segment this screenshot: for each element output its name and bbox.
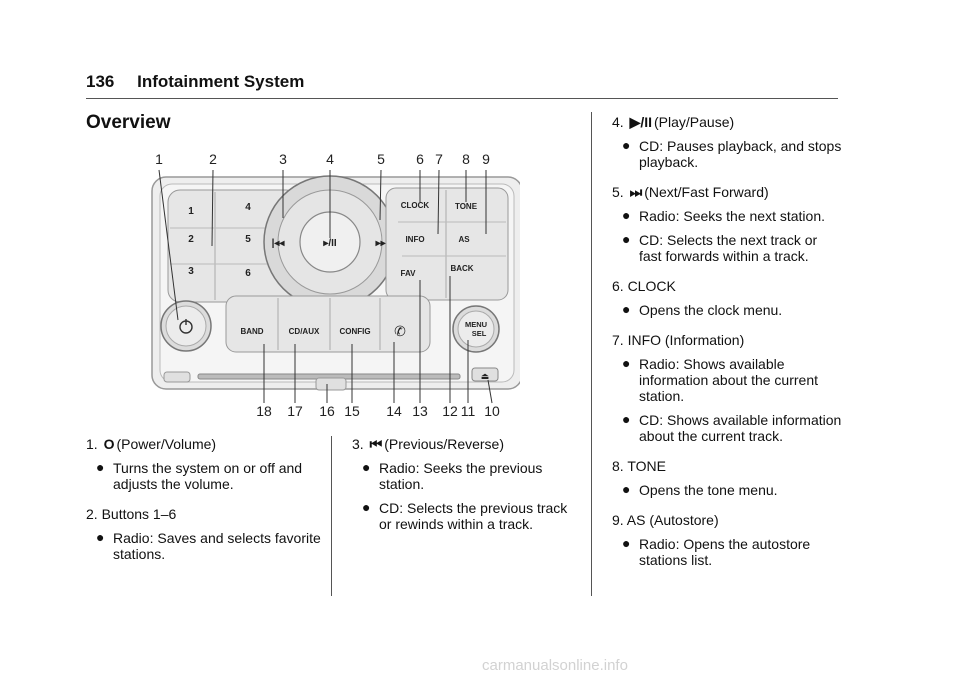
callout-18: 18 [256, 403, 272, 419]
item-next-fast-forward: 5. ⏭(Next/Fast Forward) ●Radio: Seeks th… [612, 184, 842, 264]
preset-3: 3 [188, 266, 194, 277]
callout-8: 8 [462, 151, 470, 167]
callout-1: 1 [155, 151, 163, 167]
band-button: BAND [240, 327, 263, 336]
bullet-item: ●CD: Pauses playback, and stops playback… [622, 137, 842, 170]
bullet-item: ●CD: Selects the previous track or rewin… [362, 499, 568, 532]
bullet-item: ●CD: Selects the next track or fast forw… [622, 231, 818, 264]
section-title: Overview [86, 112, 171, 133]
preset-2: 2 [188, 234, 194, 245]
bottom-button-block [225, 295, 431, 353]
item-heading: 2. Buttons 1–6 [86, 506, 177, 522]
as-button: AS [458, 235, 470, 244]
item-info: 7. INFO (Information) ●Radio: Shows avai… [612, 332, 842, 444]
callout-9: 9 [482, 151, 490, 167]
item-autostore: 9. AS (Autostore) ●Radio: Opens the auto… [612, 512, 842, 568]
page-number: 136 [86, 72, 115, 91]
next-icon: ⏭ [629, 184, 643, 200]
callout-2: 2 [209, 151, 217, 167]
cdaux-button: CD/AUX [289, 327, 320, 336]
callout-12: 12 [442, 403, 458, 419]
item-label: (Power/Volume) [116, 436, 217, 452]
item-number: 3. [352, 436, 368, 452]
callout-10: 10 [484, 403, 500, 419]
prev-icon: |◂◂ [272, 238, 286, 249]
menu-label: MENU [465, 320, 487, 329]
item-label: (Previous/Reverse) [384, 436, 505, 452]
callout-4: 4 [326, 151, 334, 167]
callout-16: 16 [319, 403, 335, 419]
callout-13: 13 [412, 403, 428, 419]
phone-mute-icon: ✆ [394, 323, 406, 339]
power-icon: O [103, 436, 115, 452]
callout-7: 7 [435, 151, 443, 167]
column-2: 3. ⏮(Previous/Reverse) ●Radio: Seeks the… [352, 436, 574, 546]
bullet-item: ●Radio: Seeks the next station. [622, 207, 825, 224]
item-previous-reverse: 3. ⏮(Previous/Reverse) ●Radio: Seeks the… [352, 436, 574, 532]
item-buttons-1-6: 2. Buttons 1–6 ●Radio: Saves and selects… [86, 506, 322, 562]
item-play-pause: 4. ▶/II(Play/Pause) ●CD: Pauses playback… [612, 114, 842, 170]
tone-button: TONE [455, 202, 478, 211]
info-button: INFO [405, 235, 424, 244]
watermark: carmanualsonline.info [482, 657, 628, 674]
item-clock: 6. CLOCK ●Opens the clock menu. [612, 278, 842, 318]
column-1: 1. O(Power/Volume) ●Turns the system on … [86, 436, 322, 576]
config-button: CONFIG [339, 327, 370, 336]
column-divider-2 [591, 112, 592, 596]
callout-6: 6 [416, 151, 424, 167]
previous-icon: ⏮ [369, 436, 383, 452]
header-rule [86, 98, 838, 99]
back-button: BACK [450, 264, 473, 273]
bullet-item: ●Turns the system on or off and adjusts … [96, 459, 303, 492]
column-divider-1 [331, 436, 332, 596]
bullet-item: ●Radio: Saves and selects favorite stati… [96, 529, 321, 562]
chapter-title: Infotainment System [137, 72, 305, 91]
item-power-volume: 1. O(Power/Volume) ●Turns the system on … [86, 436, 322, 492]
page-header: 136 Infotainment System [86, 72, 304, 92]
eject-button [471, 367, 499, 382]
callout-14: 14 [386, 403, 402, 419]
next-icon: ▸▸| [375, 238, 389, 249]
callouts-top: 1 2 3 4 5 6 7 8 9 [155, 151, 490, 167]
bullet-item: ●Opens the tone menu. [622, 481, 778, 498]
bullet-item: ●Radio: Seeks the previous station. [362, 459, 543, 492]
item-number: 1. [86, 436, 102, 452]
preset-4: 4 [245, 202, 251, 213]
bullet-item: ●CD: Shows available information about t… [622, 411, 842, 444]
bullet-item: ●Radio: Opens the autostore stations lis… [622, 535, 811, 568]
clock-button: CLOCK [401, 201, 430, 210]
radio-panel-diagram: 1 2 3 4 5 6 7 8 9 1 2 3 4 5 6 ▸/II |◂◂ ▸… [151, 151, 520, 419]
bullet-item: ●Opens the clock menu. [622, 301, 783, 318]
fav-button: FAV [401, 269, 417, 278]
play-pause-icon: ▶/II [629, 114, 653, 130]
callout-11: 11 [461, 403, 476, 419]
svg-text:▸/II: ▸/II [322, 238, 337, 249]
column-3: 4. ▶/II(Play/Pause) ●CD: Pauses playback… [612, 114, 842, 582]
sel-label: SEL [472, 329, 487, 338]
preset-6: 6 [245, 268, 251, 279]
callout-17: 17 [287, 403, 303, 419]
callout-5: 5 [377, 151, 385, 167]
preset-5: 5 [245, 234, 251, 245]
callouts-bottom: 18 17 16 15 14 13 12 11 10 [256, 403, 500, 419]
right-button-block [385, 187, 509, 301]
preset-1: 1 [188, 206, 194, 217]
bullet-item: ●Radio: Shows available information abou… [622, 355, 818, 404]
callout-15: 15 [344, 403, 360, 419]
item-tone: 8. TONE ●Opens the tone menu. [612, 458, 842, 498]
callout-3: 3 [279, 151, 287, 167]
eject-icon: ⏏ [481, 371, 490, 381]
